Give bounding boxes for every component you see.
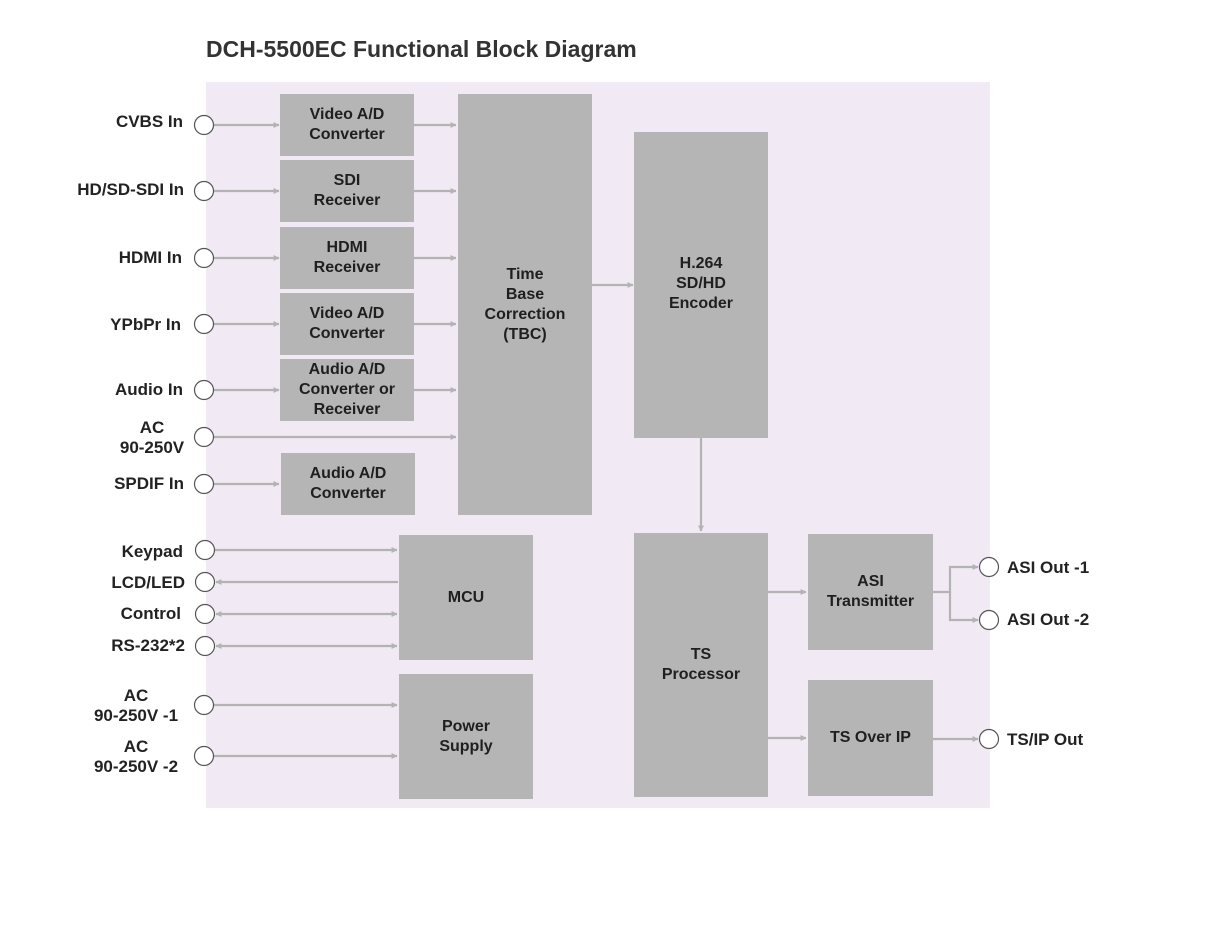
block-ts-processor: TS Processor — [634, 533, 768, 797]
label-lcd-led: LCD/LED — [111, 573, 185, 592]
block-label: Power Supply — [439, 717, 493, 755]
port-tsip-out — [978, 728, 1000, 750]
wire-asi-out2 — [948, 592, 979, 623]
block-power-supply: Power Supply — [399, 674, 533, 799]
block-label: ASI Transmitter — [826, 573, 915, 610]
block-label: HDMI Receiver — [313, 239, 381, 276]
block-sdi-receiver: SDI Receiver — [280, 160, 414, 222]
port-ypbpr-in — [193, 313, 215, 335]
label-control: Control — [120, 604, 181, 623]
block-audio-ad-converter-receiver: Audio A/D Converter or Receiver — [280, 359, 414, 421]
block-label: Time Base Correction (TBC) — [484, 265, 566, 343]
block-label: Video A/D Converter — [309, 305, 385, 342]
block-hdmi-receiver: HDMI Receiver — [280, 227, 414, 289]
label-ac-1: AC 90-250V -1 — [93, 686, 179, 725]
port-rs232 — [194, 635, 216, 657]
label-ac-2: AC 90-250V -2 — [93, 737, 179, 776]
block-label: TS Processor — [661, 646, 741, 683]
port-ac1 — [193, 694, 215, 716]
label-ac-in: AC 90-250V — [119, 418, 185, 457]
label-hdmi-in: HDMI In — [118, 248, 182, 267]
diagram-title: DCH-5500EC Functional Block Diagram — [206, 36, 637, 62]
block-label: Video A/D Converter — [309, 106, 385, 143]
block-label: Audio A/D Converter or Receiver — [298, 361, 396, 418]
block-mcu: MCU — [399, 535, 533, 660]
block-time-base-correction: Time Base Correction (TBC) — [458, 94, 592, 515]
block-label: SDI Receiver — [313, 172, 381, 209]
label-cvbs-in: CVBS In — [115, 112, 183, 131]
label-hd-sd-sdi-in: HD/SD-SDI In — [77, 180, 184, 199]
label-rs232: RS-232*2 — [111, 636, 185, 655]
block-label: H.264 SD/HD Encoder — [668, 255, 733, 312]
block-video-ad-converter-1: Video A/D Converter — [280, 94, 414, 156]
block-h264-encoder: H.264 SD/HD Encoder — [634, 132, 768, 438]
port-asi-out-2 — [978, 609, 1000, 631]
port-asi-out-1 — [978, 556, 1000, 578]
label-keypad: Keypad — [121, 542, 183, 561]
port-spdif-in — [193, 473, 215, 495]
label-ypbpr-in: YPbPr In — [110, 315, 181, 334]
block-label: MCU — [447, 588, 485, 606]
port-ac2 — [193, 745, 215, 767]
label-asi-out-2: ASI Out -2 — [1007, 610, 1090, 629]
label-asi-out-1: ASI Out -1 — [1007, 558, 1090, 577]
block-ts-over-ip: TS Over IP — [808, 680, 933, 796]
block-label: Audio A/D Converter — [309, 465, 387, 502]
block-video-ad-converter-2: Video A/D Converter — [280, 293, 414, 355]
port-ac-in — [193, 426, 215, 448]
port-cvbs-in — [193, 114, 215, 136]
port-keypad — [194, 539, 216, 561]
label-audio-in: Audio In — [115, 380, 183, 399]
port-lcd-led — [194, 571, 216, 593]
port-sdi-in — [193, 180, 215, 202]
wire-asi-out1 — [933, 564, 979, 594]
block-asi-transmitter: ASI Transmitter — [808, 534, 933, 650]
port-audio-in — [193, 379, 215, 401]
port-control — [194, 603, 216, 625]
label-ts-ip-out: TS/IP Out — [1007, 730, 1084, 749]
port-hdmi-in — [193, 247, 215, 269]
label-spdif-in: SPDIF In — [114, 474, 184, 493]
block-label: TS Over IP — [830, 729, 911, 746]
block-audio-ad-converter-spdif: Audio A/D Converter — [281, 453, 415, 515]
